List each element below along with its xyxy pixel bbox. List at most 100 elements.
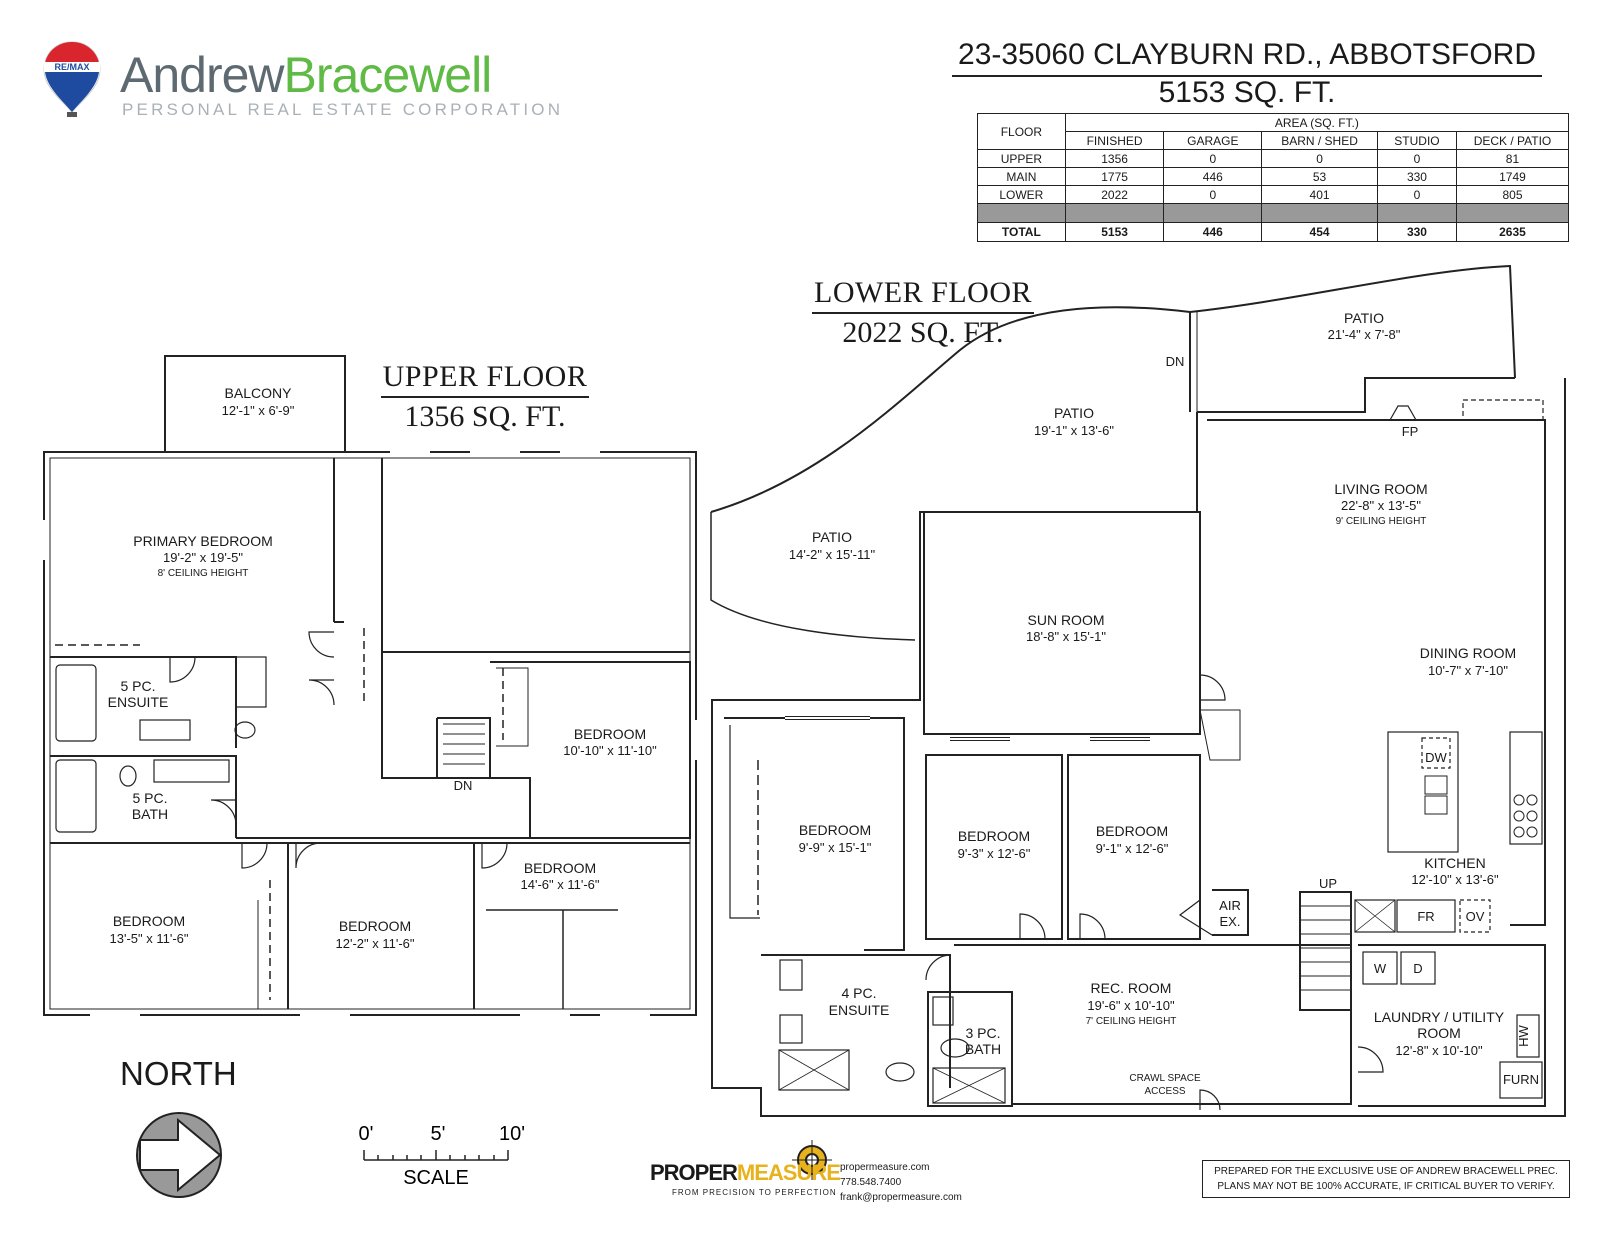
agent-name: AndrewBracewell [120, 47, 492, 103]
pm-tagline: FROM PRECISION TO PERFECTION [672, 1188, 837, 1197]
room-name: PATIO [812, 529, 852, 545]
room-name: BEDROOM [339, 918, 411, 934]
up-label: UP [1319, 876, 1337, 891]
cell: 5153 [1064, 222, 1165, 242]
table-total-row: TOTAL 5153 446 454 330 2635 [977, 222, 1570, 242]
room-name: LIVING ROOM [1334, 481, 1427, 497]
cell: 446 [1163, 167, 1263, 186]
area-table: FLOOR AREA (SQ. FT.) FINISHED GARAGE BAR… [977, 113, 1570, 242]
north-label: NORTH [120, 1055, 237, 1092]
room-name: PRIMARY BEDROOM [133, 533, 273, 549]
room-name: KITCHEN [1424, 855, 1485, 871]
room-name: ENSUITE [829, 1002, 890, 1018]
fireplace-label: FP [1402, 424, 1419, 439]
dishwasher-label: DW [1425, 750, 1447, 765]
table-row: LOWER 2022 0 401 0 805 [977, 185, 1570, 204]
pm-word2: MEASURE [736, 1160, 841, 1185]
room-dims: 12'-8" x 10'-10" [1395, 1043, 1483, 1058]
disclaimer-line: PLANS MAY NOT BE 100% ACCURATE, IF CRITI… [1217, 1181, 1555, 1192]
room-dims: 14'-6" x 11'-6" [521, 877, 600, 892]
scale-tick: 0' [359, 1123, 374, 1145]
scale-label: SCALE [403, 1167, 469, 1189]
crawl-space-label: CRAWL SPACE [1129, 1073, 1201, 1084]
room-dims: 22'-8" x 13'-5" [1341, 498, 1421, 513]
room-dims: 19'-1" x 13'-6" [1034, 423, 1114, 438]
room-dims: 12'-2" x 11'-6" [336, 936, 415, 951]
row-floor: UPPER [977, 149, 1066, 168]
room-dims: 19'-2" x 19'-5" [163, 550, 243, 565]
fixture-labels: FP DW FR OV W D HW FURN AIR EX. DN UP CR… [1129, 354, 1539, 1097]
scale-tick-labels: 0' 5' 10' SCALE [359, 1123, 526, 1189]
room-name: 5 PC. [132, 790, 167, 806]
agent-subtitle: PERSONAL REAL ESTATE CORPORATION [122, 100, 564, 119]
agent-first-name: Andrew [120, 47, 285, 103]
stair-label: DN [454, 778, 473, 793]
table-row: MAIN 1775 446 53 330 1749 [977, 167, 1570, 186]
room-name: BATH [132, 806, 168, 822]
room-name: BEDROOM [958, 828, 1030, 844]
remax-badge-text: RE/MAX [54, 62, 89, 72]
air-exchanger-label: AIR [1219, 898, 1241, 913]
balcony-outline [164, 355, 346, 452]
air-exchanger-label: EX. [1220, 914, 1241, 929]
dryer-label: D [1413, 961, 1422, 976]
cell: 2635 [1455, 222, 1570, 242]
room-name: PATIO [1054, 405, 1094, 421]
pm-website: propermeasure.com [840, 1162, 930, 1173]
upper-room-labels: BALCONY 12'-1" x 6'-9" PRIMARY BEDROOM 1… [108, 385, 657, 951]
north-arrow-icon [136, 1112, 222, 1198]
room-name: BEDROOM [1096, 823, 1168, 839]
room-name: ENSUITE [108, 694, 169, 710]
upper-floor-sqft: 1356 SQ. FT. [404, 400, 566, 433]
room-dims: 18'-8" x 15'-1" [1026, 629, 1106, 644]
crawl-space-label: ACCESS [1144, 1086, 1185, 1097]
lower-room-labels: PATIO 21'-4" x 7'-8" PATIO 19'-1" x 13'-… [789, 310, 1516, 1058]
furnace-label: FURN [1503, 1072, 1539, 1087]
down-label: DN [1166, 354, 1185, 369]
room-dims: 9'-1" x 12'-6" [1096, 841, 1169, 856]
room-name: PATIO [1344, 310, 1384, 326]
upper-floor-title: UPPER FLOOR 1356 SQ. FT. [376, 360, 594, 434]
property-address: 23-35060 CLAYBURN RD., ABBOTSFORD [952, 38, 1542, 77]
room-name: 3 PC. [965, 1025, 1000, 1041]
lower-floor-plan [710, 264, 1566, 1117]
remax-balloon-logo: RE/MAX [43, 41, 101, 117]
patio-curve [710, 264, 1516, 513]
lower-floor-sqft: 2022 SQ. FT. [842, 316, 1004, 349]
scale-bar [363, 1150, 509, 1161]
property-total-sqft: 5153 SQ. FT. [1158, 76, 1336, 109]
pm-phone: 778.548.7400 [840, 1177, 902, 1188]
oven-label: OV [1466, 909, 1485, 924]
cell: 330 [1376, 222, 1457, 242]
room-name: BEDROOM [113, 913, 185, 929]
row-floor: TOTAL [977, 222, 1066, 242]
scale-tick: 10' [499, 1123, 525, 1145]
pm-word1: PROPER [650, 1160, 738, 1185]
room-ceiling: 7' CEILING HEIGHT [1086, 1016, 1177, 1027]
room-name: BEDROOM [524, 860, 596, 876]
pm-email: frank@propermeasure.com [840, 1192, 962, 1203]
fridge-label: FR [1417, 909, 1434, 924]
upper-floor-name: UPPER FLOOR [380, 360, 590, 398]
propermeasure-logo: PROPERMEASURE [650, 1160, 841, 1186]
room-dims: 12'-10" x 13'-6" [1411, 872, 1499, 887]
room-name: BALCONY [225, 385, 293, 401]
col-header: FINISHED [1064, 131, 1165, 150]
room-name: LAUNDRY / UTILITY [1374, 1009, 1505, 1025]
washer-label: W [1374, 961, 1387, 976]
room-dims: 9'-3" x 12'-6" [958, 846, 1031, 861]
room-name: DINING ROOM [1420, 645, 1516, 661]
room-name: REC. ROOM [1091, 980, 1172, 996]
hot-water-label: HW [1516, 1024, 1531, 1046]
room-dims: 9'-9" x 15'-1" [799, 840, 872, 855]
lower-floor-name: LOWER FLOOR [812, 276, 1034, 314]
scale-tick: 5' [431, 1123, 446, 1145]
disclaimer-box: PREPARED FOR THE EXCLUSIVE USE OF ANDREW… [1202, 1160, 1570, 1198]
room-name: SUN ROOM [1028, 612, 1105, 628]
room-name: BATH [965, 1041, 1001, 1057]
room-ceiling: 9' CEILING HEIGHT [1336, 516, 1427, 527]
room-name: 4 PC. [841, 985, 876, 1001]
upper-floor-plan [42, 355, 698, 1017]
room-name: 5 PC. [120, 678, 155, 694]
lower-floor-title: LOWER FLOOR 2022 SQ. FT. [805, 276, 1041, 350]
